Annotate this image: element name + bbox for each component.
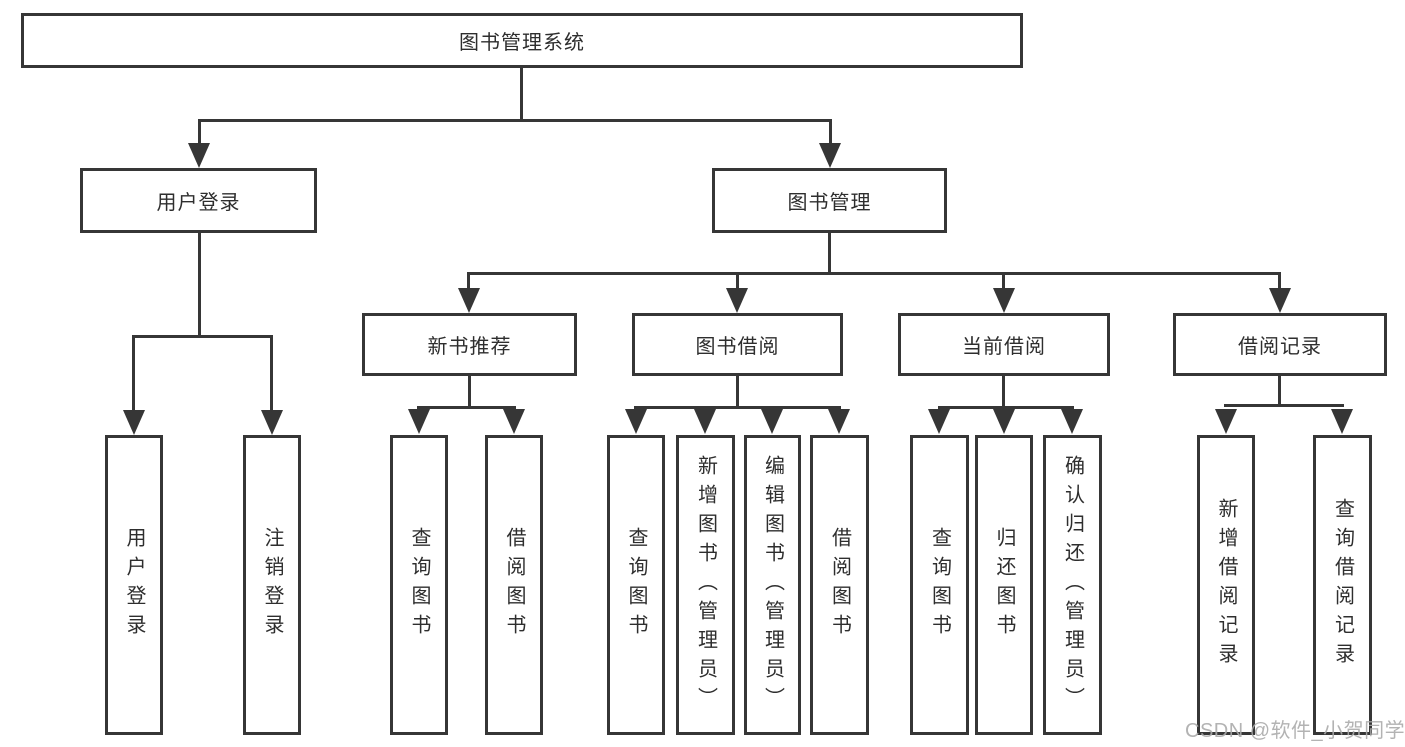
- arrow-down-icon: [1269, 288, 1291, 313]
- connector: [829, 119, 832, 146]
- connector: [736, 374, 739, 409]
- leaf-borrow-books-recommend-label: 借阅图书: [503, 527, 525, 643]
- leaf-user-login-label: 用户登录: [123, 527, 145, 643]
- node-book-management: 图书管理: [712, 168, 947, 233]
- arrow-down-icon: [458, 288, 480, 313]
- node-user-login-label: 用户登录: [156, 192, 241, 214]
- arrow-down-icon: [1215, 409, 1237, 434]
- node-new-book-recommend-label: 新书推荐: [427, 336, 512, 358]
- node-current-borrow-label: 当前借阅: [962, 336, 1046, 358]
- leaf-query-borrow-record-label: 查询借阅记录: [1331, 498, 1354, 672]
- arrow-down-icon: [188, 143, 210, 168]
- leaf-return-book: 归还图书: [975, 435, 1033, 735]
- leaf-add-borrow-record: 新增借阅记录: [1197, 435, 1255, 735]
- connector: [468, 374, 471, 409]
- node-book-management-label: 图书管理: [787, 192, 872, 214]
- node-current-borrow: 当前借阅: [898, 313, 1110, 376]
- arrow-down-icon: [1331, 409, 1353, 434]
- leaf-add-book-admin: 新增图书（管理员）: [676, 435, 735, 735]
- node-book-borrow-label: 图书借阅: [695, 336, 780, 358]
- connector: [467, 272, 470, 290]
- arrow-down-icon: [993, 288, 1015, 313]
- leaf-confirm-return-admin-label: 确认归还（管理员）: [1061, 454, 1084, 716]
- leaf-borrow-books-recommend: 借阅图书: [485, 435, 543, 735]
- node-root: 图书管理系统: [21, 13, 1023, 68]
- connector: [520, 66, 523, 122]
- leaf-query-books-current-label: 查询图书: [928, 527, 951, 643]
- leaf-query-borrow-record: 查询借阅记录: [1313, 435, 1372, 735]
- leaf-query-books-current: 查询图书: [910, 435, 969, 735]
- connector: [736, 272, 739, 290]
- node-user-login: 用户登录: [80, 168, 317, 233]
- leaf-logout: 注销登录: [243, 435, 301, 735]
- node-new-book-recommend: 新书推荐: [362, 313, 577, 376]
- arrow-down-icon: [408, 409, 430, 434]
- arrow-down-icon: [694, 409, 716, 434]
- connector: [198, 119, 832, 122]
- leaf-query-books-borrow: 查询图书: [607, 435, 665, 735]
- connector: [417, 406, 516, 409]
- leaf-query-books-borrow-label: 查询图书: [625, 527, 647, 643]
- node-borrow-records: 借阅记录: [1173, 313, 1387, 376]
- arrow-down-icon: [726, 288, 748, 313]
- leaf-edit-book-admin-label: 编辑图书（管理员）: [761, 454, 784, 716]
- arrow-down-icon: [261, 410, 283, 435]
- arrow-down-icon: [625, 409, 647, 434]
- connector: [132, 335, 273, 338]
- connector: [198, 231, 201, 338]
- leaf-add-borrow-record-label: 新增借阅记录: [1215, 498, 1237, 672]
- arrow-down-icon: [761, 409, 783, 434]
- leaf-edit-book-admin: 编辑图书（管理员）: [744, 435, 801, 735]
- node-borrow-records-label: 借阅记录: [1238, 336, 1322, 358]
- leaf-query-books-recommend-label: 查询图书: [408, 527, 430, 643]
- arrow-down-icon: [503, 409, 525, 434]
- leaf-query-books-recommend: 查询图书: [390, 435, 448, 735]
- leaf-return-book-label: 归还图书: [993, 527, 1015, 643]
- connector: [1002, 374, 1005, 409]
- connector: [1002, 272, 1005, 290]
- leaf-confirm-return-admin: 确认归还（管理员）: [1043, 435, 1102, 735]
- node-root-label: 图书管理系统: [459, 32, 585, 54]
- arrow-down-icon: [819, 143, 841, 168]
- connector: [198, 119, 201, 146]
- connector: [938, 406, 1074, 409]
- arrow-down-icon: [928, 409, 950, 434]
- leaf-logout-label: 注销登录: [261, 527, 283, 643]
- arrow-down-icon: [123, 410, 145, 435]
- leaf-borrow-books: 借阅图书: [810, 435, 869, 735]
- csdn-watermark: CSDN @软件_小贺同学: [1185, 720, 1405, 742]
- arrow-down-icon: [993, 409, 1015, 434]
- leaf-borrow-books-label: 借阅图书: [828, 527, 851, 643]
- node-book-borrow: 图书借阅: [632, 313, 843, 376]
- arrow-down-icon: [828, 409, 850, 434]
- leaf-user-login: 用户登录: [105, 435, 163, 735]
- connector: [1224, 404, 1344, 407]
- connector: [132, 335, 135, 412]
- connector: [270, 335, 273, 412]
- connector: [634, 406, 841, 409]
- connector: [467, 272, 1281, 275]
- arrow-down-icon: [1061, 409, 1083, 434]
- connector: [828, 231, 831, 275]
- connector: [1278, 374, 1281, 407]
- connector: [1278, 272, 1281, 290]
- leaf-add-book-admin-label: 新增图书（管理员）: [694, 454, 717, 716]
